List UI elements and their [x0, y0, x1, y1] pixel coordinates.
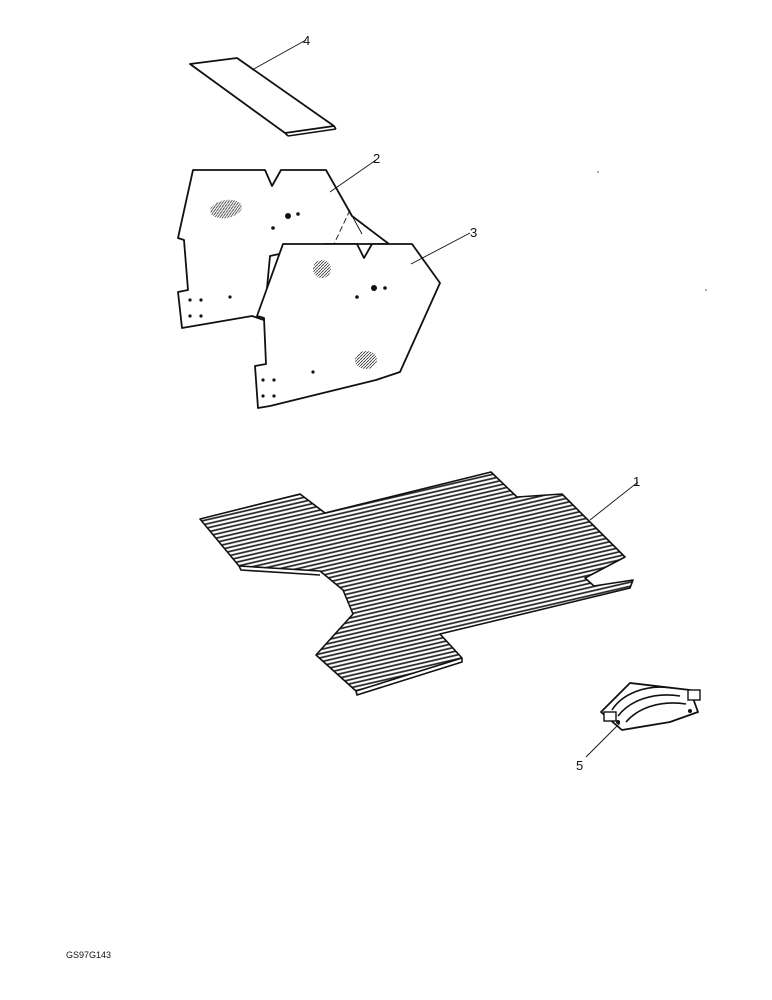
- callout-5: 5: [576, 758, 583, 773]
- callout-2: 2: [373, 151, 380, 166]
- part-1-floor-mat: [199, 471, 634, 696]
- part-4-pad: [189, 57, 337, 137]
- leader-lines: [251, 39, 639, 758]
- callout-1: 1: [633, 474, 640, 489]
- part-3-side-panel: [254, 243, 441, 409]
- drawing-code: GS97G143: [66, 950, 111, 960]
- callout-3: 3: [470, 225, 477, 240]
- callout-4: 4: [303, 33, 310, 48]
- part-5-bracket: [600, 682, 701, 731]
